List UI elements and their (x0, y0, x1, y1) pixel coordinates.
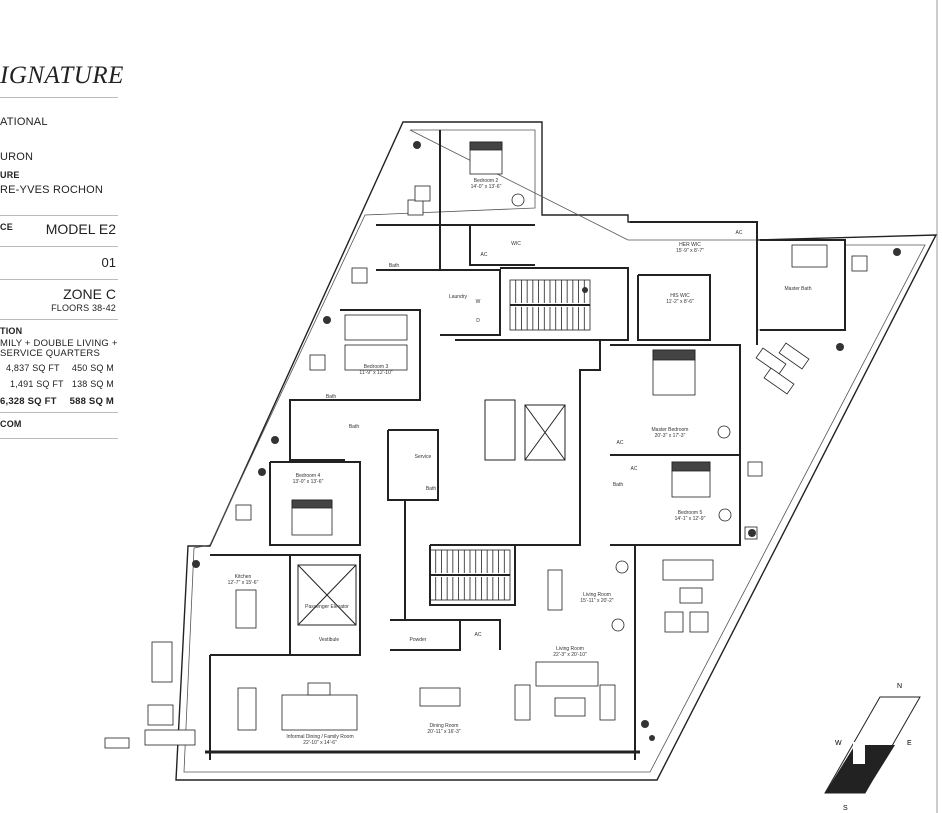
total-area-sqft: 6,328 SQ FT (0, 396, 57, 407)
interior-area-sqm: 450 SQ M (71, 363, 114, 373)
interior-area-sqft: 4,837 SQ FT (6, 363, 60, 373)
room-dimension: 14'-1" x 12'-9" (675, 516, 706, 522)
room-label: Bath (613, 482, 624, 488)
room-label: Bedroom 5 (678, 510, 703, 516)
room-label: AC (631, 466, 638, 472)
residence-label: CE (0, 222, 13, 232)
stairs (429, 279, 591, 601)
page-title: IGNATURE (0, 62, 124, 89)
room-label: Dining Room (430, 723, 459, 729)
beds (291, 141, 828, 536)
room-label: Bath (326, 394, 337, 400)
room-label: Service (415, 454, 432, 460)
room-label: Informal Dining / Family Room (286, 734, 353, 740)
room-label: 15'-9" x 8'-7" (676, 248, 704, 254)
room-dimension: 15'-11" x 20'-2" (580, 598, 613, 604)
divider (0, 319, 118, 320)
room-label: Vestibule (319, 637, 340, 643)
room-label: AC (475, 632, 482, 638)
architect-name: URON (0, 151, 34, 163)
room-label: Master Bath (785, 286, 812, 292)
developer-name: ATIONAL (0, 116, 48, 128)
room-label: AC (617, 440, 624, 446)
key-plan: N S E W (824, 683, 921, 812)
room-label: Bedroom 2 (474, 178, 499, 184)
room-label: AC (736, 230, 743, 236)
divider (0, 246, 118, 247)
exterior-area-sqft: 1,491 SQ FT (10, 379, 64, 389)
interior-walls (205, 130, 846, 760)
compass-north: N (897, 683, 902, 690)
room-label: W (476, 299, 481, 305)
description-line-2: SERVICE QUARTERS (0, 348, 100, 359)
zone-label: ZONE C (63, 286, 116, 302)
plants (192, 141, 901, 741)
website-link[interactable]: COM (0, 419, 22, 429)
divider (0, 412, 118, 413)
room-label: D (476, 318, 480, 324)
room-label: Passenger Elevator (305, 604, 349, 610)
room-dimension: 14'-0" x 13'-6" (471, 184, 502, 190)
divider (0, 279, 118, 280)
floors-label: FLOORS 38-42 (51, 303, 116, 313)
room-label: Kitchen (235, 574, 252, 580)
room-label: WIC (511, 241, 521, 247)
exterior-area-sqm: 138 SQ M (71, 379, 114, 389)
elevator-shafts (297, 399, 566, 626)
room-dimension: 13'-0" x 13'-6" (293, 479, 324, 485)
model-name: MODEL E2 (45, 221, 116, 237)
room-labels: Bedroom 2 14'-0" x 13'-6" WIC AC Bath La… (228, 178, 812, 746)
room-label: Living Room (583, 592, 611, 598)
divider (0, 97, 118, 98)
total-area-sqm: 588 SQ M (69, 396, 114, 407)
furniture (104, 185, 868, 749)
room-label: Powder (410, 637, 427, 643)
room-dimension: 22'-3" x 20'-10" (553, 652, 587, 658)
room-dimension: 12'-7" x 15'-6" (228, 580, 259, 586)
room-label: Laundry (449, 294, 468, 300)
room-dimension: 11'-9" x 12'-10" (359, 370, 392, 376)
room-label: HER WIC (679, 242, 701, 248)
description-line-1: MILY + DOUBLE LIVING + (0, 338, 118, 349)
interior-label: URE (0, 170, 20, 180)
interior-designer: RE-YVES ROCHON (0, 184, 104, 196)
room-label: Bath (349, 424, 360, 430)
room-label: Bath (426, 486, 437, 492)
residence-number: 01 (101, 255, 116, 270)
room-label: HIS WIC (670, 293, 690, 299)
room-label: Bath (389, 263, 400, 269)
room-dimension: 22'-10" x 14'-6" (303, 740, 337, 746)
room-dimension: 20'-3" x 17'-3" (655, 433, 686, 439)
room-label: Living Room (556, 646, 584, 652)
room-label: Bedroom 4 (296, 473, 321, 479)
room-label: AC (481, 252, 488, 258)
compass-west: W (835, 740, 842, 747)
divider (0, 215, 118, 216)
compass-east: E (907, 740, 912, 747)
divider (0, 438, 118, 439)
compass-south: S (843, 805, 848, 812)
room-dimension: 20'-11" x 16'-3" (427, 729, 460, 735)
description-label: TION (0, 326, 23, 336)
room-label: Bedroom 3 (364, 364, 389, 370)
room-label: Master Bedroom (652, 427, 689, 433)
room-dimension: 11'-2" x 8'-6" (666, 299, 694, 305)
